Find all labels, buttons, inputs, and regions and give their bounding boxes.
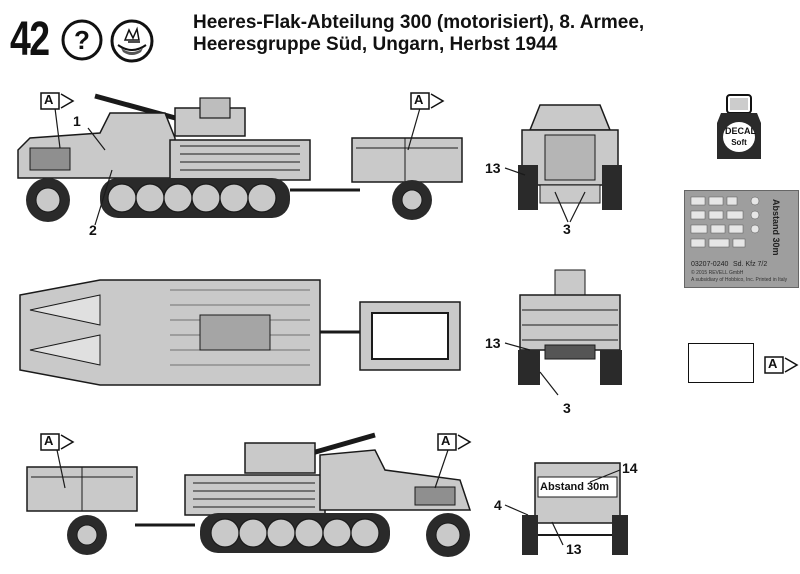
top-view <box>19 279 461 386</box>
decal-soak-hand-icon <box>110 19 154 63</box>
callout-3: 3 <box>563 400 571 416</box>
title-line-2: Heeresgruppe Süd, Ungarn, Herbst 1944 <box>193 34 558 55</box>
decal-marker-flag: A <box>40 433 76 451</box>
side-view-left <box>17 93 463 222</box>
decal-marker-flag: A <box>764 356 800 374</box>
question-circle-icon: ? <box>61 19 103 61</box>
callout-14: 14 <box>622 460 638 476</box>
title-line-1: Heeres-Flak-Abteilung 300 (motorisiert),… <box>193 12 645 33</box>
callout-13: 13 <box>485 335 501 351</box>
decal-soft-bottle-icon: DECAL Soft <box>711 93 767 163</box>
decal-marker-flag: A <box>437 433 473 451</box>
front-view-top <box>518 104 622 210</box>
decal-marker-flag: A <box>40 92 76 110</box>
svg-text:?: ? <box>74 25 90 55</box>
callout-13: 13 <box>566 541 582 557</box>
rear-view <box>518 269 622 385</box>
trailer-sign-text: Abstand 30m <box>540 481 610 493</box>
step-number: 42 <box>10 13 50 66</box>
decal-marker-flag: A <box>410 92 446 110</box>
callout-13: 13 <box>485 160 501 176</box>
trailer-rear-view <box>522 462 628 555</box>
side-view-right <box>26 432 472 557</box>
decal-sheet: Abstand 30m 03207-0240 Sd. Kfz 7/2 © 201… <box>684 190 799 288</box>
callout-1: 1 <box>73 113 81 129</box>
page-title: Heeres-Flak-Abteilung 300 (motorisiert),… <box>193 12 793 56</box>
callout-3: 3 <box>563 221 571 237</box>
callout-2: 2 <box>89 222 97 238</box>
white-panel-marking <box>688 343 754 383</box>
callout-4: 4 <box>494 497 502 513</box>
